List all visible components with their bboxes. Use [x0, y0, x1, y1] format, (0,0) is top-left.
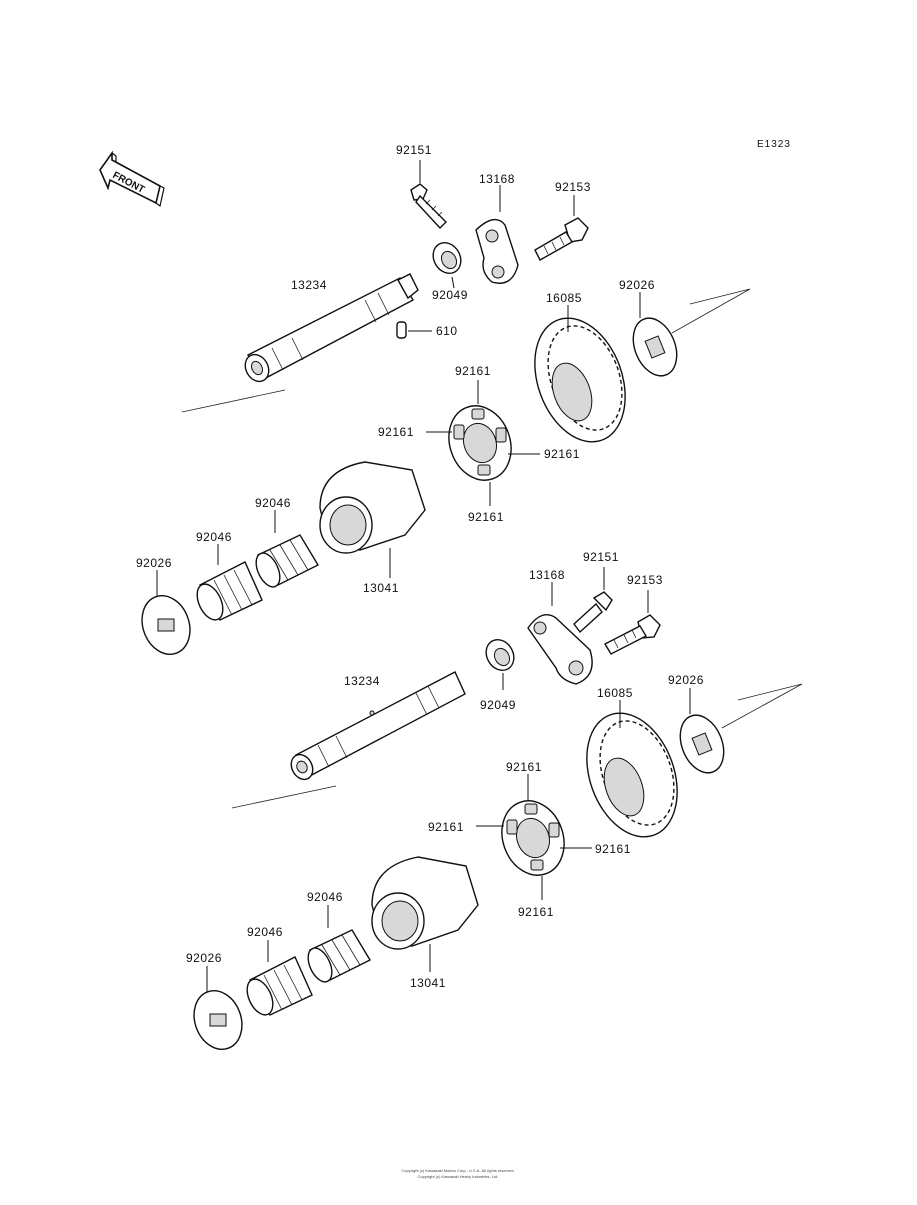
diagram-code: E1323 [757, 139, 791, 150]
copyright-line-1: Copyright (c) Kawasaki Motors Corp., U.S… [401, 1168, 514, 1173]
part-label-u-610: 610 [436, 324, 458, 338]
damper-ring-92161-lower [476, 774, 592, 900]
needle-bearing-92046-lower-outer [246, 940, 313, 1016]
part-label-u-92049: 92049 [432, 288, 468, 302]
part-label-u-92161-top: 92161 [455, 364, 491, 378]
needle-bearing-92046-lower-inner [307, 905, 371, 983]
copyright-line-2: Copyright (c) Kawasaki Heavy Industries,… [418, 1174, 499, 1179]
part-label-l-16085: 16085 [597, 686, 633, 700]
part-label-u-92026a: 92026 [619, 278, 655, 292]
washer-92026-lower [679, 688, 725, 774]
shift-arm-13168-lower [527, 582, 593, 685]
bolt-92151-upper [410, 160, 447, 230]
part-label-u-92026b: 92026 [136, 556, 172, 570]
shaft-13234-lower [290, 671, 466, 781]
needle-bearing-92046-upper-outer [196, 544, 263, 621]
gear-16085-upper [534, 305, 626, 443]
part-label-u-13041: 13041 [363, 581, 399, 595]
part-label-l-92161-left: 92161 [428, 820, 464, 834]
part-label-l-92046a: 92046 [307, 890, 343, 904]
bolt-92151-lower [573, 567, 613, 634]
part-label-l-13168: 13168 [529, 568, 565, 582]
washer-92026-lower-left [193, 966, 243, 1050]
gear-16085-lower [586, 700, 678, 838]
clutch-hub-13041-lower [371, 856, 479, 972]
seal-92049-lower [485, 638, 515, 690]
washer-92026-upper [632, 292, 678, 377]
part-label-u-92153: 92153 [555, 180, 591, 194]
seal-92049-upper [432, 241, 462, 289]
part-label-l-92049: 92049 [480, 698, 516, 712]
part-label-u-92046a: 92046 [255, 496, 291, 510]
part-label-u-16085: 16085 [546, 291, 582, 305]
part-label-l-92161-right: 92161 [595, 842, 631, 856]
part-label-u-92161-bottom: 92161 [468, 510, 504, 524]
part-label-u-92046b: 92046 [196, 530, 232, 544]
part-label-u-92151: 92151 [396, 143, 432, 157]
part-label-l-92161-top: 92161 [506, 760, 542, 774]
part-label-u-13234: 13234 [291, 278, 327, 292]
part-label-l-92161-bottom: 92161 [518, 905, 554, 919]
part-label-l-92153: 92153 [627, 573, 663, 587]
bolt-92153-lower [604, 590, 661, 655]
part-label-l-13234: 13234 [344, 674, 380, 688]
part-label-l-92026a: 92026 [668, 673, 704, 687]
part-label-u-13168: 13168 [479, 172, 515, 186]
part-label-u-92161-left: 92161 [378, 425, 414, 439]
front-arrow-icon: FRONT [99, 150, 165, 208]
needle-bearing-92046-upper-inner [255, 510, 319, 588]
part-label-l-92151: 92151 [583, 550, 619, 564]
dowel-pin-610 [396, 321, 432, 339]
damper-ring-92161-upper [426, 380, 540, 506]
part-label-l-92026b: 92026 [186, 951, 222, 965]
clutch-hub-13041-upper [319, 461, 426, 578]
shaft-13234-upper [244, 273, 419, 383]
shift-arm-13168-upper [475, 185, 519, 284]
part-label-u-92161-right: 92161 [544, 447, 580, 461]
bolt-92153-upper [534, 195, 589, 261]
washer-92026-upper-left [141, 570, 191, 655]
part-label-l-13041: 13041 [410, 976, 446, 990]
part-number-labels: 92151 13168 92153 13234 92049 610 16085 92026 92… [136, 143, 704, 990]
part-label-l-92046b: 92046 [247, 925, 283, 939]
